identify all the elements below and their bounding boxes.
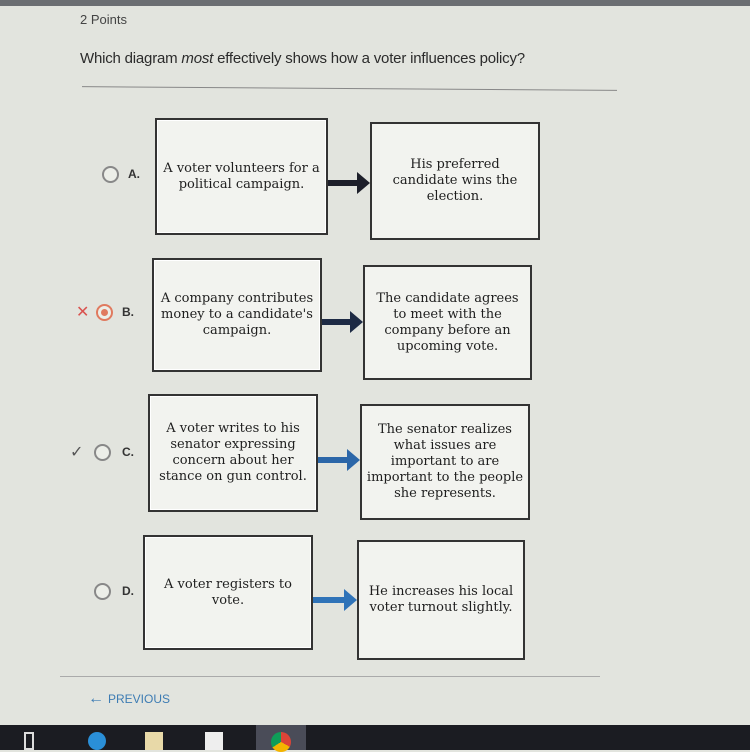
question-post: effectively shows how a voter influences… — [213, 50, 525, 67]
task-view-icon[interactable] — [24, 732, 34, 750]
arrow-left-icon: ← — [88, 690, 104, 707]
effect-text: The senator realizes what issues are imp… — [366, 422, 524, 501]
effect-text: His preferred candidate wins the electio… — [392, 157, 518, 204]
option-letter: B. — [122, 305, 134, 319]
question-emphasis: most — [181, 50, 214, 67]
cause-text: A voter volunteers for a political campa… — [163, 160, 320, 192]
cause-text: A voter writes to his senator expressing… — [159, 421, 307, 484]
radio-button[interactable] — [96, 304, 113, 321]
option-letter: A. — [128, 167, 140, 181]
radio-button[interactable] — [102, 166, 119, 183]
effect-box: His preferred candidate wins the electio… — [370, 122, 540, 240]
points-label: 2 Points — [80, 12, 127, 27]
chrome-icon[interactable] — [256, 725, 306, 752]
store-icon[interactable] — [205, 732, 223, 750]
effect-text: The candidate agrees to meet with the co… — [376, 290, 519, 354]
divider — [60, 676, 600, 677]
arrow-right-icon — [318, 449, 360, 471]
taskbar — [0, 725, 750, 752]
cause-text: A company contributes money to a candida… — [160, 291, 314, 338]
option-letter: C. — [122, 445, 134, 459]
edge-icon[interactable] — [88, 732, 106, 750]
arrow-right-icon — [313, 588, 357, 611]
incorrect-icon: ✕ — [76, 304, 90, 321]
file-explorer-icon[interactable] — [145, 732, 163, 750]
chrome-logo — [271, 732, 291, 752]
cause-text: A voter registers to vote. — [163, 576, 292, 608]
cause-box: A voter writes to his senator expressing… — [148, 394, 318, 512]
effect-box: The senator realizes what issues are imp… — [360, 404, 530, 520]
option-letter: D. — [122, 584, 134, 598]
radio-button[interactable] — [94, 583, 111, 600]
effect-text: He increases his local voter turnout sli… — [368, 584, 514, 615]
arrow-right-icon — [322, 311, 363, 333]
radio-button[interactable] — [94, 444, 111, 461]
effect-box: The candidate agrees to meet with the co… — [363, 265, 532, 380]
correct-icon: ✓ — [70, 444, 84, 461]
browser-top-edge — [0, 0, 750, 6]
previous-button[interactable]: ← PREVIOUS — [88, 690, 170, 708]
effect-box: He increases his local voter turnout sli… — [357, 540, 525, 660]
cause-box: A voter registers to vote. — [143, 535, 313, 650]
divider — [82, 86, 617, 91]
question-pre: Which diagram — [80, 50, 182, 67]
previous-label: PREVIOUS — [108, 692, 171, 706]
cause-box: A company contributes money to a candida… — [152, 258, 322, 372]
question-text: Which diagram most effectively shows how… — [80, 50, 525, 67]
cause-box: A voter volunteers for a political campa… — [155, 118, 328, 235]
arrow-right-icon — [328, 171, 370, 194]
